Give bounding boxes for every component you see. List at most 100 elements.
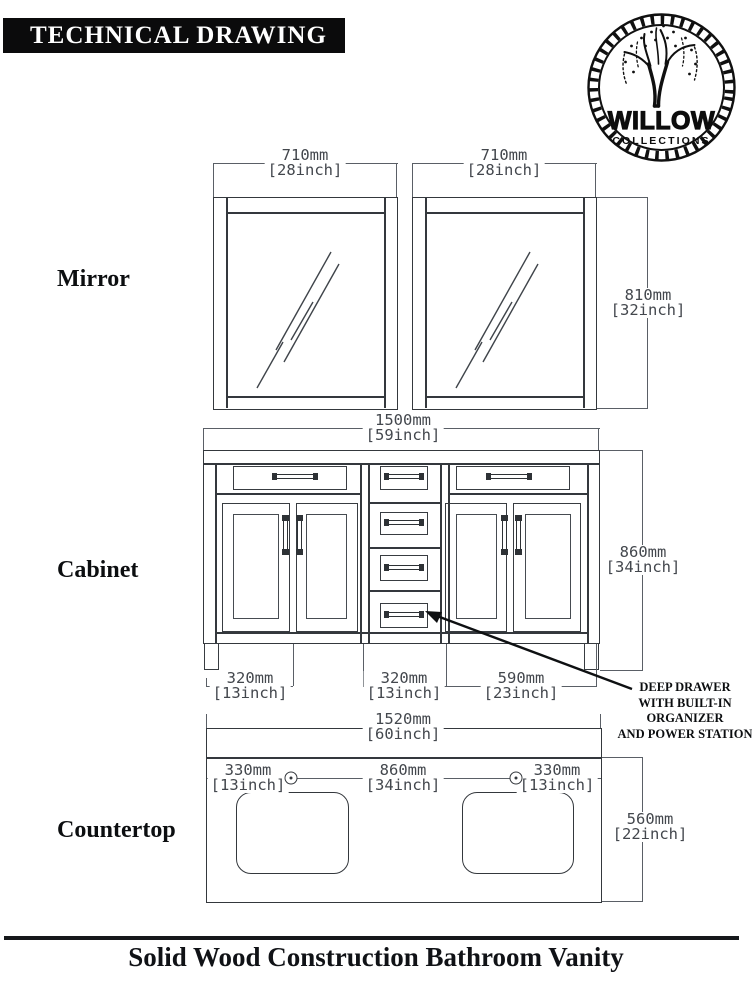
drawer-pull [384, 519, 424, 526]
footer-divider [4, 936, 739, 940]
dim-tick [595, 163, 597, 197]
drawer-pull [384, 564, 424, 571]
cabinet-door [513, 503, 581, 632]
door-pull [282, 515, 289, 555]
dim-tick [598, 428, 600, 451]
mirror-frame-right [412, 197, 597, 410]
drawer-face [380, 512, 428, 535]
cabinet-bottom-rail [216, 632, 588, 634]
door-pull [501, 515, 508, 555]
door-panel [306, 514, 347, 619]
cabinet-rail [369, 590, 440, 592]
dim-tick [600, 714, 602, 728]
note-line: WITH BUILT-IN [638, 695, 732, 710]
page-title: TECHNICAL DRAWING [30, 22, 327, 49]
deep-drawer-face [380, 603, 428, 628]
dim-inch: [28inch] [466, 161, 542, 179]
mirror-frame-line [583, 198, 585, 408]
mirror-frame-line [426, 212, 583, 214]
cabinet-stile [440, 464, 442, 643]
dim-cabinet-height: 860mm [34inch] [602, 543, 684, 576]
note-line: ORGANIZER [646, 711, 724, 725]
dim-mm: 1520mm [375, 710, 431, 728]
dim-mm: 590mm [497, 669, 545, 687]
cabinet-body [203, 450, 600, 644]
dim-counter-depth: 560mm [22inch] [609, 810, 691, 843]
dim-mm: 330mm [533, 761, 581, 779]
drawer-pull [384, 473, 424, 480]
door-panel [456, 514, 497, 619]
dim-mm: 710mm [281, 146, 329, 164]
dim-inch: [32inch] [610, 301, 686, 319]
mirror-frame-line [227, 396, 384, 398]
cabinet-stile [368, 464, 370, 643]
footer-title: Solid Wood Construction Bathroom Vanity [128, 942, 624, 972]
dim-mirror-height: 810mm [32inch] [607, 286, 689, 319]
dim-inch: [60inch] [365, 725, 441, 743]
note-line: AND POWER STATION [617, 726, 752, 741]
cabinet-rail [448, 493, 587, 495]
dim-tick [213, 163, 215, 197]
dim-inch: [34inch] [605, 558, 681, 576]
door-pull [515, 515, 522, 555]
deep-drawer-note: DEEP DRAWER WITH BUILT-IN ORGANIZER AND … [609, 680, 752, 742]
cabinet-stile [215, 464, 217, 643]
dim-tick [206, 714, 208, 728]
dim-inch: [13inch] [366, 684, 442, 702]
dim-mm: 320mm [380, 669, 428, 687]
faucet-hole-icon [284, 771, 298, 785]
dim-mirror1-width: 710mm [28inch] [264, 146, 346, 179]
cabinet-foot [204, 643, 219, 670]
dim-inch: [13inch] [519, 776, 595, 794]
dim-ext-line [600, 450, 643, 452]
cabinet-rail [369, 502, 440, 504]
drawer-pull [486, 473, 532, 480]
mirror-frame-left [213, 197, 398, 410]
dim-tick [412, 163, 414, 197]
dim-cabinet-right: 590mm [23inch] [480, 669, 562, 701]
dim-mm: 810mm [624, 286, 672, 304]
drawer-pull [384, 611, 424, 618]
title-bar: TECHNICAL DRAWING [3, 18, 345, 53]
cabinet-stile [360, 464, 362, 643]
mirror-frame-line [426, 396, 583, 398]
dim-tick [396, 163, 398, 197]
dim-mirror2-width: 710mm [28inch] [463, 146, 545, 179]
dim-ext-line [602, 757, 643, 759]
dim-inch: [28inch] [267, 161, 343, 179]
dim-mm: 560mm [626, 810, 674, 828]
mirror-glass-glare-icon [455, 251, 539, 389]
door-panel [525, 514, 571, 619]
dim-mm: 320mm [226, 669, 274, 687]
section-label-mirror: Mirror [57, 266, 130, 292]
dim-ext-line [597, 408, 648, 410]
dim-ext-line [596, 644, 598, 686]
backsplash-line [207, 757, 601, 759]
dim-cabinet-width: 1500mm [59inch] [362, 412, 444, 443]
sink-basin-left [236, 792, 349, 874]
dim-counter-width: 1520mm [60inch] [362, 710, 444, 743]
drawer-face [380, 555, 428, 581]
dim-ext-line [293, 644, 295, 686]
mirror-frame-line [226, 198, 228, 408]
dim-mm: 860mm [619, 543, 667, 561]
note-line: DEEP DRAWER [639, 680, 731, 694]
mirror-frame-line [384, 198, 386, 408]
callout-arrow-icon [425, 611, 633, 691]
cabinet-door [296, 503, 358, 632]
logo-sub-text: COLLECTIONS [612, 135, 711, 147]
section-label-cabinet: Cabinet [57, 557, 139, 583]
dim-inch: [34inch] [365, 776, 441, 794]
dim-ext-line [446, 644, 448, 686]
dim-mm: 710mm [480, 146, 528, 164]
brand-logo: WILLOW COLLECTIONS [584, 10, 739, 165]
mirror-frame-line [227, 212, 384, 214]
cabinet-foot [584, 643, 599, 670]
dim-inch: [22inch] [612, 825, 688, 843]
willow-tree-logo-icon [587, 13, 736, 162]
drawer-face [380, 466, 428, 490]
cabinet-rail [369, 547, 440, 549]
logo-brand-text: WILLOW [607, 106, 716, 135]
dim-cabinet-mid: 320mm [13inch] [363, 669, 445, 702]
